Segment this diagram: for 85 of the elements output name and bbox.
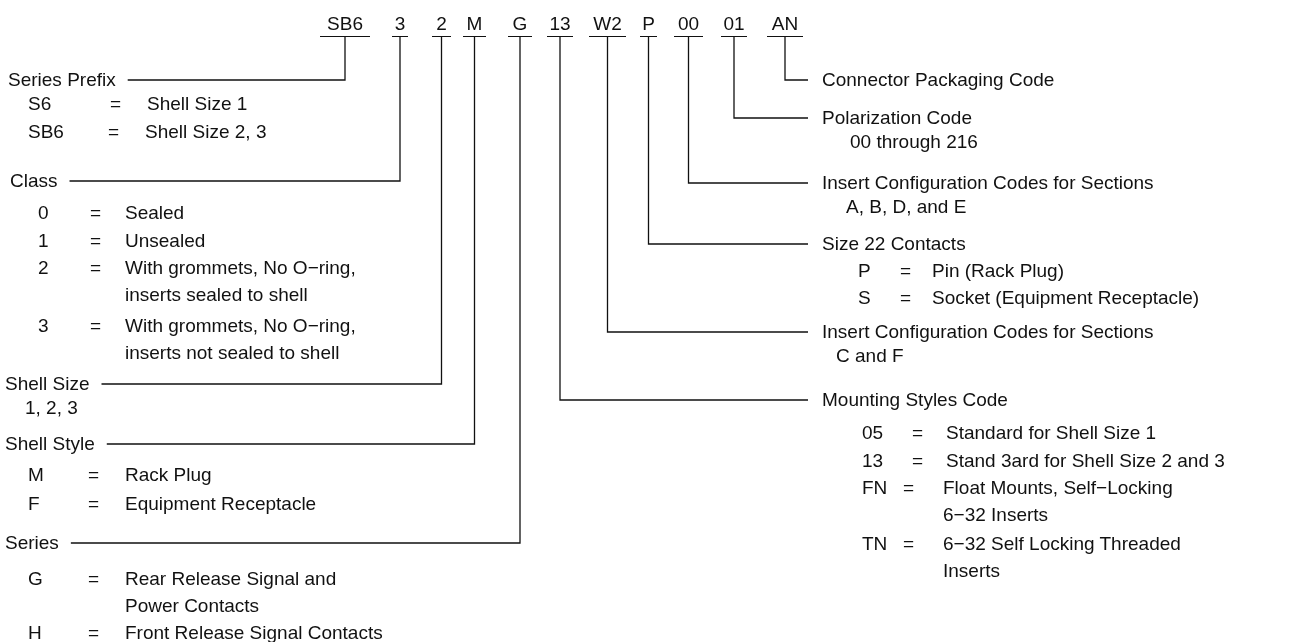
equals-sign: =: [90, 228, 102, 253]
value-range-text: C and F: [836, 344, 904, 368]
equals-sign: =: [110, 91, 122, 116]
option-code: 3: [38, 313, 49, 338]
option-description: Sealed: [125, 200, 185, 225]
option-code: TN: [862, 531, 888, 556]
option-description: Shell Size 2, 3: [145, 119, 267, 144]
option-code: S: [858, 285, 871, 310]
code-text: W2: [593, 13, 622, 34]
equals-sign: =: [90, 200, 102, 225]
option-code: M: [28, 462, 44, 487]
option-description: Float Mounts, Self−Locking 6−32 Inserts: [943, 475, 1174, 527]
equals-sign: =: [90, 255, 102, 280]
value-range-text: 1, 2, 3: [25, 396, 78, 420]
leader-line: [606, 36, 809, 333]
option-code: S6: [28, 91, 52, 116]
leader-line: [106, 36, 476, 445]
leader-line: [687, 36, 809, 184]
leader-line: [559, 36, 809, 401]
option-code: P: [858, 258, 871, 283]
option-code: SB6: [28, 119, 64, 144]
leader-line: [68, 36, 401, 182]
code-text: 13: [549, 13, 571, 34]
option-description: Socket (Equipment Receptacle): [932, 285, 1200, 310]
field-heading: Series: [5, 531, 59, 555]
option-code: H: [28, 620, 42, 642]
code-text: G: [512, 13, 528, 34]
option-code: F: [28, 491, 40, 516]
equals-sign: =: [108, 119, 120, 144]
option-description: Equipment Receptacle: [125, 491, 317, 516]
option-code: 05: [862, 420, 884, 445]
equals-sign: =: [88, 491, 100, 516]
field-heading: Connector Packaging Code: [822, 68, 1055, 92]
equals-sign: =: [88, 620, 100, 642]
leader-line: [784, 36, 809, 81]
field-heading: Insert Configuration Codes for Sections: [822, 320, 1154, 344]
code-text: AN: [771, 13, 799, 34]
option-description: 6−32 Self Locking Threaded Inserts: [943, 531, 1182, 583]
code-text: M: [466, 13, 483, 34]
code-text: 01: [723, 13, 745, 34]
option-code: 1: [38, 228, 49, 253]
equals-sign: =: [912, 448, 924, 473]
code-text: 2: [436, 13, 447, 34]
equals-sign: =: [903, 531, 915, 556]
value-range-text: A, B, D, and E: [846, 195, 967, 219]
field-heading: Mounting Styles Code: [822, 388, 1008, 412]
field-heading: Shell Style: [5, 432, 95, 456]
option-code: G: [28, 566, 43, 591]
equals-sign: =: [88, 566, 100, 591]
option-description: Pin (Rack Plug): [932, 258, 1064, 283]
option-description: With grommets, No O−ring, inserts sealed to shell: [125, 255, 357, 307]
field-heading: Size 22 Contacts: [822, 232, 966, 256]
option-code: 0: [38, 200, 49, 225]
leader-line: [647, 36, 809, 245]
option-description: Front Release Signal Contacts: [125, 620, 383, 642]
field-heading: Polarization Code: [822, 106, 972, 130]
leader-line: [127, 36, 346, 81]
code-text: 3: [394, 13, 406, 34]
leader-line: [100, 36, 443, 385]
option-code: FN: [862, 475, 888, 500]
field-heading: Shell Size: [5, 372, 90, 396]
field-heading: Insert Configuration Codes for Sections: [822, 171, 1154, 195]
equals-sign: =: [900, 285, 912, 310]
option-description: Shell Size 1: [147, 91, 248, 116]
code-text: P: [642, 13, 655, 34]
option-description: Rear Release Signal and Power Contacts: [125, 566, 338, 618]
equals-sign: =: [903, 475, 915, 500]
field-heading: Series Prefix: [8, 68, 116, 92]
option-description: Stand 3ard for Shell Size 2 and 3: [946, 448, 1225, 473]
equals-sign: =: [88, 462, 100, 487]
option-description: With grommets, No O−ring, inserts not sealed to shell: [125, 313, 357, 365]
value-range-text: 00 through 216: [850, 130, 978, 154]
leader-line: [733, 36, 809, 119]
option-description: Unsealed: [125, 228, 206, 253]
option-code: 13: [862, 448, 884, 473]
equals-sign: =: [912, 420, 924, 445]
option-code: 2: [38, 255, 49, 280]
leader-line: [70, 36, 521, 544]
field-heading: Class: [10, 169, 58, 193]
option-description: Rack Plug: [125, 462, 212, 487]
equals-sign: =: [90, 313, 102, 338]
option-description: Standard for Shell Size 1: [946, 420, 1157, 445]
code-text: SB6: [327, 13, 363, 34]
equals-sign: =: [900, 258, 912, 283]
code-text: 00: [677, 13, 700, 34]
